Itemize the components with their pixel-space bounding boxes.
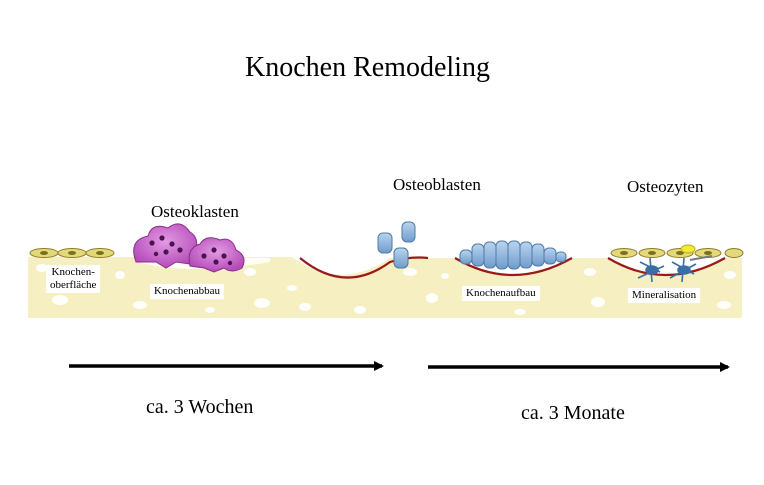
lining-cells: [29, 244, 744, 258]
resorption-label: Knochenabbau: [150, 284, 224, 299]
duration-second: ca. 3 Monate: [521, 402, 625, 424]
osteoclast-cell: [133, 223, 198, 269]
osteocytes-label: Osteozyten: [627, 177, 704, 196]
osteoblasts-label: Osteoblasten: [393, 175, 481, 194]
osteoclast-cell: [188, 237, 245, 273]
osteoclasts-label: Osteoklasten: [151, 202, 239, 221]
osteoblast-precursor-cells: [377, 221, 416, 269]
osteoid-lines: [299, 256, 726, 279]
bone-pores: [36, 264, 736, 315]
osteoblast-cell: [459, 240, 567, 270]
osteocyte-cell: [637, 255, 713, 283]
formation-label: Knochenaufbau: [462, 286, 540, 301]
bone-surface-label-line1: Knochen-: [51, 266, 95, 278]
mineralization-label: Mineralisation: [628, 288, 701, 303]
page-title: Knochen Remodeling: [245, 52, 490, 83]
bone-surface-label: Knochen- oberfläche: [46, 265, 101, 293]
duration-first: ca. 3 Wochen: [146, 396, 254, 418]
bone-surface-label-line2: oberfläche: [50, 279, 97, 291]
